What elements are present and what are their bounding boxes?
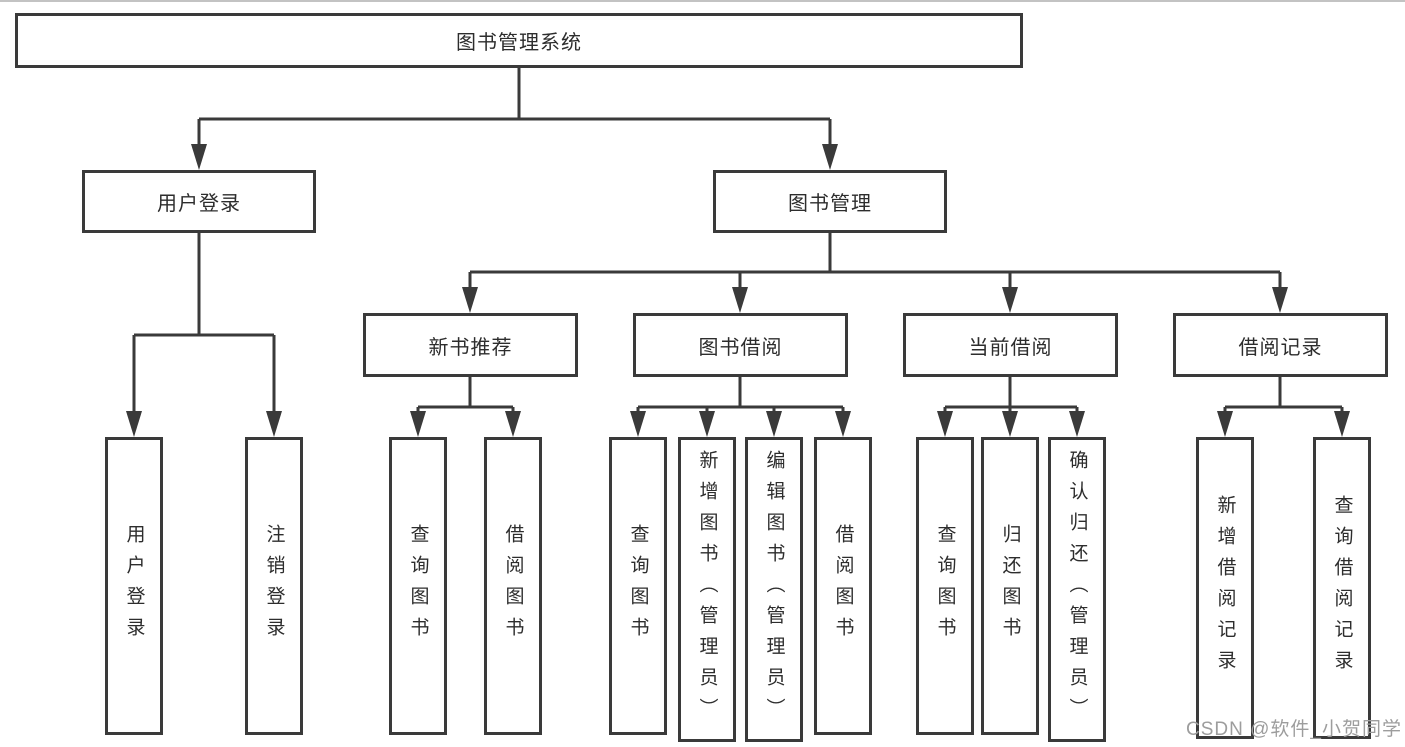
csdn-watermark: CSDN @软件_小贺同学 bbox=[1186, 719, 1402, 740]
node-book-borrow: 图书借阅 bbox=[633, 313, 848, 377]
leaf-borrow-borrow-books: 借阅图书 bbox=[814, 437, 872, 735]
node-label: 编辑图书（管理员） bbox=[763, 450, 785, 729]
node-label: 借阅图书 bbox=[502, 524, 524, 648]
top-divider-line bbox=[0, 0, 1405, 2]
node-label: 查询借阅记录 bbox=[1331, 495, 1353, 681]
node-label: 用户登录 bbox=[123, 524, 145, 648]
leaf-current-return-books: 归还图书 bbox=[981, 437, 1039, 735]
leaf-records-query-borrow-record: 查询借阅记录 bbox=[1313, 437, 1371, 739]
leaf-current-query-books: 查询图书 bbox=[916, 437, 974, 735]
leaf-records-add-borrow-record: 新增借阅记录 bbox=[1196, 437, 1254, 739]
node-label: 新增图书（管理员） bbox=[696, 450, 718, 729]
node-label: 新增借阅记录 bbox=[1214, 495, 1236, 681]
node-label: 查询图书 bbox=[934, 524, 956, 648]
leaf-borrow-edit-book-admin: 编辑图书（管理员） bbox=[745, 437, 803, 742]
leaf-newbook-borrow-books: 借阅图书 bbox=[484, 437, 542, 735]
leaf-user-login: 用户登录 bbox=[105, 437, 163, 735]
leaf-logout: 注销登录 bbox=[245, 437, 303, 735]
arrowheads bbox=[126, 144, 1350, 437]
node-label: 借阅记录 bbox=[1238, 336, 1323, 359]
node-library-management-system: 图书管理系统 bbox=[15, 13, 1023, 68]
node-user-login-group: 用户登录 bbox=[82, 170, 316, 233]
node-label: 确认归还（管理员） bbox=[1066, 450, 1088, 729]
leaf-newbook-query-books: 查询图书 bbox=[389, 437, 447, 735]
node-label: 查询图书 bbox=[407, 524, 429, 648]
node-book-management: 图书管理 bbox=[713, 170, 947, 233]
node-label: 用户登录 bbox=[157, 193, 241, 215]
node-label: 图书管理系统 bbox=[456, 32, 582, 54]
node-current-borrow: 当前借阅 bbox=[903, 313, 1118, 377]
leaf-current-confirm-return-admin: 确认归还（管理员） bbox=[1048, 437, 1106, 742]
leaf-borrow-query-books: 查询图书 bbox=[609, 437, 667, 735]
branch-lines bbox=[132, 68, 1344, 413]
node-label: 借阅图书 bbox=[832, 524, 854, 648]
node-label: 图书管理 bbox=[788, 193, 872, 215]
leaf-borrow-add-book-admin: 新增图书（管理员） bbox=[678, 437, 736, 742]
node-label: 查询图书 bbox=[627, 524, 649, 648]
node-borrow-records: 借阅记录 bbox=[1173, 313, 1388, 377]
node-new-book-recommend: 新书推荐 bbox=[363, 313, 578, 377]
node-label: 注销登录 bbox=[263, 524, 285, 648]
node-label: 归还图书 bbox=[999, 524, 1021, 648]
node-label: 新书推荐 bbox=[428, 336, 513, 359]
node-label: 图书借阅 bbox=[698, 336, 783, 359]
node-label: 当前借阅 bbox=[968, 336, 1053, 359]
